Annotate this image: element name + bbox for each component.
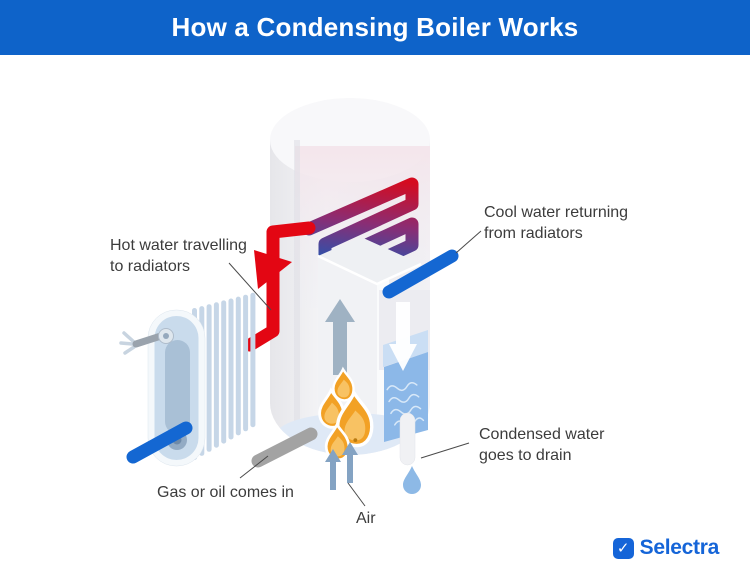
flow-arrow-icon <box>254 250 292 289</box>
air-arrows-icon <box>325 442 358 490</box>
condensed-water-leader-line <box>420 442 470 459</box>
selectra-wordmark: Selectra <box>639 536 720 559</box>
page-title: How a Condensing Boiler Works <box>171 12 579 42</box>
label-air: Air <box>356 510 376 527</box>
cool-water-leader-line <box>455 230 482 254</box>
radiator <box>119 292 256 467</box>
radiator-valve-icon <box>119 328 174 355</box>
hot-water-pipe <box>243 221 316 352</box>
label-gas-oil: Gas or oil comes in <box>157 484 294 501</box>
hot-water-leader-line <box>228 262 272 311</box>
water-droplet-icon <box>403 466 421 494</box>
gas-inlet-pipe <box>251 427 318 468</box>
gas-leader-line <box>239 455 269 479</box>
radiator-return-pipe <box>126 421 193 464</box>
label-cool-water: Cool water returning from radiators <box>484 204 629 242</box>
label-hot-water: Hot water travelling to radiators <box>110 237 247 275</box>
selectra-logo: ✓ Selectra <box>612 536 720 560</box>
label-condensed-water: Condensed water goes to drain <box>479 426 605 464</box>
selectra-checkmark-icon: ✓ <box>612 537 634 559</box>
burner-flames-icon <box>318 368 374 462</box>
cool-water-pipe <box>382 249 459 299</box>
title-bar: How a Condensing Boiler Works <box>0 0 750 55</box>
drain-pipe <box>399 412 416 466</box>
exhaust-up-arrow-icon <box>325 299 355 375</box>
leader-lines <box>228 230 482 507</box>
air-leader-line <box>347 482 366 507</box>
condensation-down-arrow-icon <box>389 302 417 371</box>
